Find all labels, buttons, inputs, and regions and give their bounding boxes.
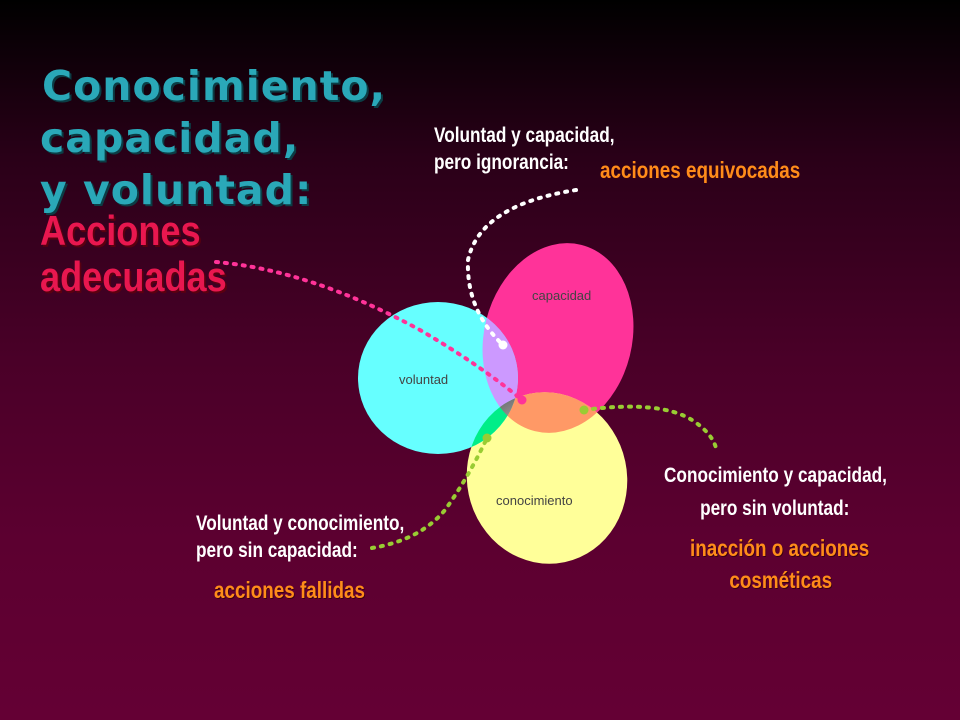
- note-left: Voluntad y conocimiento, pero sin capaci…: [196, 510, 404, 564]
- title-line-1: Conocimiento,: [42, 62, 387, 110]
- note-top: Voluntad y capacidad, pero ignorancia:: [434, 122, 615, 176]
- outcome-right: inacción o acciones cosméticas: [690, 532, 869, 596]
- outcome-right-line-2: cosméticas: [729, 567, 833, 593]
- label-capacidad: capacidad: [532, 288, 591, 303]
- note-top-line-2: pero ignorancia:: [434, 151, 569, 174]
- connector-top: [465, 188, 578, 347]
- connector-left: [370, 436, 489, 550]
- ellipse-conocimiento: [466, 392, 628, 564]
- note-right: Conocimiento y capacidad, pero sin volun…: [664, 459, 887, 525]
- connector-top-dot: [498, 340, 508, 350]
- title-line-2: capacidad,: [40, 114, 300, 162]
- result-heading: Acciones adecuadas: [40, 208, 227, 300]
- outcome-top: acciones equivocadas: [600, 154, 800, 186]
- note-right-line-2: pero sin voluntad:: [700, 497, 850, 520]
- outcome-right-line-1: inacción o acciones: [690, 535, 870, 561]
- ellipse-voluntad: [358, 302, 518, 454]
- ellipse-capacidad: [482, 243, 634, 433]
- connector-left-dot: [482, 433, 492, 443]
- label-conocimiento: conocimiento: [496, 493, 573, 508]
- outcome-left: acciones fallidas: [214, 574, 365, 606]
- outcome-left-text: acciones fallidas: [214, 577, 365, 603]
- connector-right: [582, 404, 718, 450]
- note-left-line-2: pero sin capacidad:: [196, 539, 358, 562]
- connector-result-dot: [517, 395, 527, 405]
- title-line-3: y voluntad:: [40, 166, 313, 214]
- label-voluntad: voluntad: [399, 372, 448, 387]
- note-right-line-1: Conocimiento y capacidad,: [664, 464, 887, 487]
- note-top-line-1: Voluntad y capacidad,: [434, 124, 615, 147]
- connector-right-dot: [579, 405, 589, 415]
- result-line-2: adecuadas: [40, 253, 227, 300]
- result-line-1: Acciones: [40, 207, 201, 254]
- outcome-top-text: acciones equivocadas: [600, 157, 801, 183]
- slide-title: Conocimiento, capacidad, y voluntad:: [40, 60, 386, 216]
- note-left-line-1: Voluntad y conocimiento,: [196, 512, 405, 535]
- connector-result: [214, 260, 524, 402]
